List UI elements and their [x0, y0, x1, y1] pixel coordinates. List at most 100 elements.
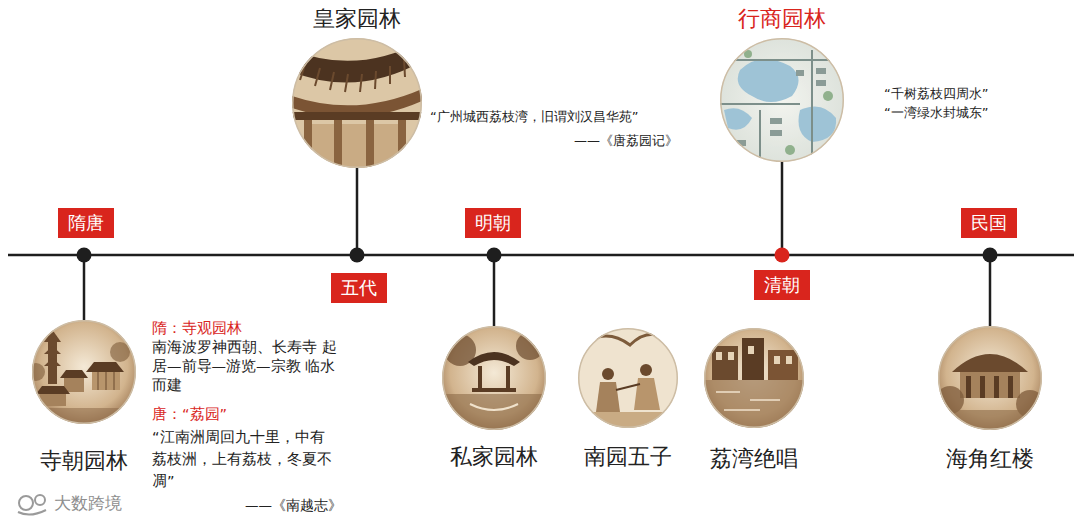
garden-circle: 寺朝园林: [32, 320, 136, 424]
circle-outline: [443, 327, 546, 430]
timeline-axis: [8, 254, 1074, 257]
map-picture: [724, 108, 752, 129]
circle-outline: [442, 326, 546, 430]
circle-outline: [721, 39, 844, 162]
mansion-picture: [994, 376, 999, 398]
roof-picture: [366, 120, 374, 170]
garden-circle: 荔湾绝唱: [704, 328, 804, 428]
garden-circle: 皇家园林: [292, 38, 422, 168]
scholars-picture: [596, 382, 620, 412]
bay-picture: [716, 391, 740, 393]
era-label: 隋唐: [58, 208, 114, 238]
roof-picture: [342, 124, 366, 170]
garden-caption: 行商园林: [738, 6, 826, 32]
map-picture: [738, 59, 799, 102]
watermark-icon: [35, 495, 45, 505]
roof-picture: [389, 66, 391, 84]
timeline-dot: [350, 248, 365, 263]
era-label: 清朝: [754, 270, 810, 300]
temple-picture: [27, 320, 140, 432]
map-picture: [796, 70, 804, 76]
map-picture: [720, 103, 800, 105]
scholars-picture: [602, 368, 614, 380]
stem-line: [493, 255, 496, 326]
timeline-dot: [487, 248, 502, 263]
temple-picture: [98, 372, 114, 390]
stem-line: [83, 255, 86, 320]
temple-picture: [44, 358, 61, 366]
watermark: 大数跨境: [54, 492, 122, 515]
map-picture: [759, 110, 761, 160]
temple-picture: [86, 362, 124, 372]
map-picture: [736, 68, 826, 146]
stem-line: [84, 162, 990, 326]
roof-picture: [404, 59, 405, 77]
garden-circle: 行商园林: [720, 38, 844, 162]
bay-picture: [750, 399, 780, 401]
watermark-icon: [19, 496, 33, 510]
map-picture: [823, 91, 833, 101]
bay-picture: [748, 346, 754, 354]
roof-picture: [288, 38, 428, 170]
source-text: ——《唐荔园记》: [574, 132, 678, 150]
timeline-dot: [775, 248, 790, 263]
roof-picture: [292, 112, 424, 120]
bay-picture: [774, 356, 780, 364]
circle-outline: [704, 328, 804, 428]
map-picture: [785, 145, 795, 155]
garden-caption: 皇家园林: [313, 6, 401, 32]
watermark-icon: [18, 495, 46, 515]
mansion-picture: [936, 326, 1046, 434]
quote-text: “广州城西荔枝湾，旧谓刘汉昌华苑”: [430, 108, 638, 126]
circle-outline: [579, 329, 678, 428]
garden-caption: 寺朝园林: [40, 448, 128, 474]
scholars-picture: [634, 378, 660, 410]
circle-outline: [720, 38, 844, 162]
era-label: 五代: [331, 273, 387, 303]
pavilion-picture: [468, 352, 520, 366]
mansion-picture: [966, 376, 1013, 398]
roof-picture: [315, 68, 320, 86]
temple-picture: [27, 363, 45, 381]
bay-picture: [700, 380, 810, 430]
pavilion-picture: [472, 388, 516, 392]
garden-circle: 私家园林: [442, 326, 546, 430]
temple-picture: [60, 370, 88, 378]
temple-picture: [92, 372, 120, 390]
era-label: 民国: [961, 208, 1017, 238]
mansion-picture: [960, 372, 1020, 398]
timeline-dot: [77, 248, 92, 263]
garden-caption: 南园五子: [584, 444, 672, 470]
era-note-heading: 隋：寺观园林: [152, 318, 242, 338]
circle-outline: [578, 328, 678, 428]
quote-text: “江南洲周回九十里，中有 荔枝洲，上有荔枝，冬夏不 凋”: [152, 426, 344, 492]
roof-picture: [375, 71, 376, 89]
mansion-picture: [980, 376, 985, 398]
source-text: ——《南越志》: [245, 496, 342, 514]
bay-picture: [742, 338, 764, 380]
temple-picture: [106, 372, 107, 390]
bay-picture: [724, 409, 760, 411]
bay-picture: [716, 392, 780, 410]
roof-picture: [300, 59, 405, 92]
temple-picture: [36, 386, 70, 394]
circle-outline: [293, 39, 422, 168]
bay-picture: [786, 356, 792, 364]
circle-outline: [939, 327, 1042, 430]
temple-picture: [98, 372, 99, 390]
bay-picture: [716, 346, 792, 364]
quote-text: “千树荔枝四周水”: [884, 85, 988, 103]
scholars-picture: [640, 364, 652, 376]
map-picture: [770, 118, 782, 124]
note-text: 南海波罗神西朝、长寿寺 起居—前导—游览—宗教 临水而建: [152, 338, 338, 395]
bay-picture: [700, 328, 810, 430]
pavilion-picture: [440, 326, 550, 434]
circle-outline: [33, 321, 136, 424]
temple-picture: [114, 372, 115, 390]
garden-circle: 海角红楼: [938, 326, 1042, 430]
roof-picture: [345, 74, 348, 92]
map-picture: [720, 50, 830, 160]
scholars-picture: [616, 384, 640, 390]
